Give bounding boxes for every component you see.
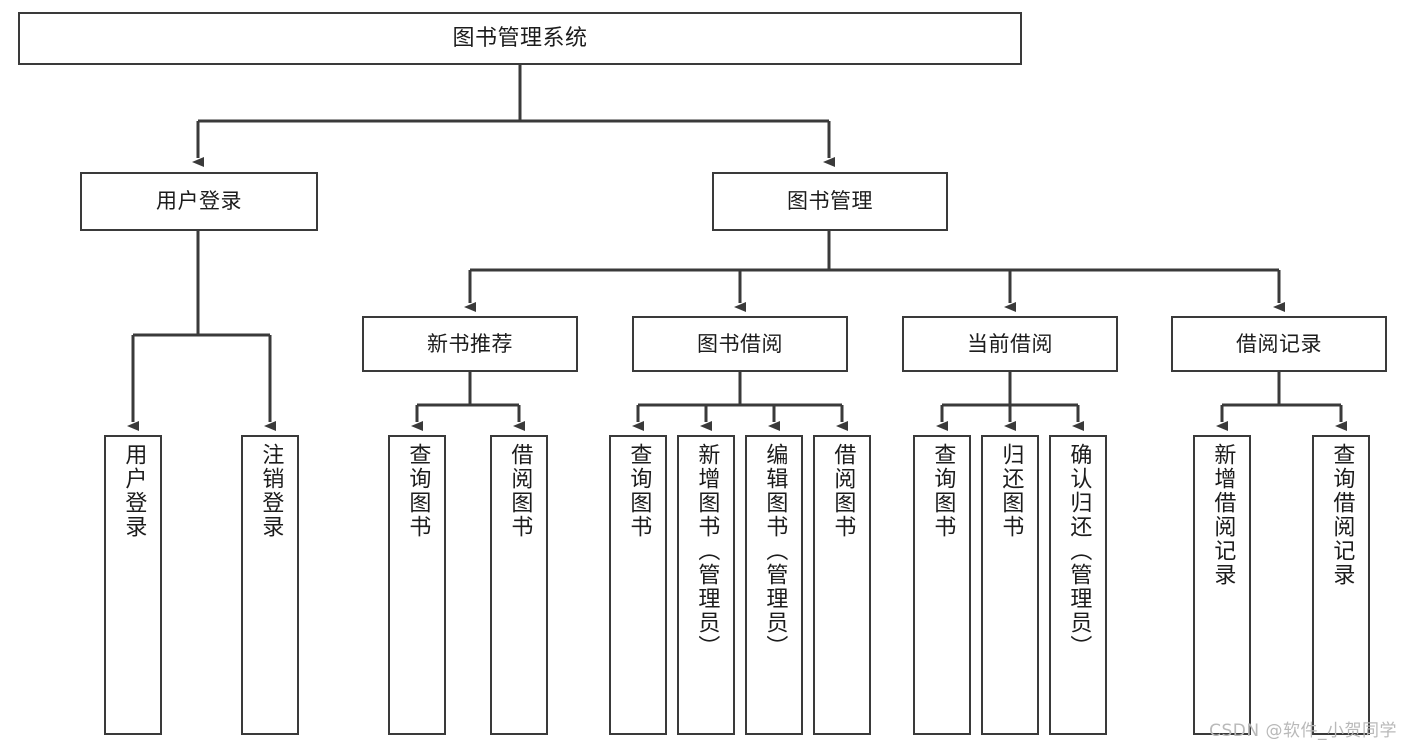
node-user-login[interactable]: 用户登录 (80, 172, 318, 231)
node-book-borrow[interactable]: 图书借阅 (632, 316, 848, 372)
node-leaf-confirm-return-label: 确认归还（管理员） (1066, 443, 1092, 659)
node-leaf-edit-book[interactable]: 编辑图书（管理员） (745, 435, 803, 735)
node-borrow-record-label: 借阅记录 (1236, 331, 1322, 356)
node-borrow-record[interactable]: 借阅记录 (1171, 316, 1387, 372)
node-leaf-edit-book-label: 编辑图书（管理员） (762, 443, 788, 659)
node-leaf-query-book-2[interactable]: 查询图书 (609, 435, 667, 735)
node-leaf-user-logout[interactable]: 注销登录 (241, 435, 299, 735)
node-user-login-label: 用户登录 (156, 189, 242, 214)
node-leaf-add-record-label: 新增借阅记录 (1210, 443, 1236, 587)
node-leaf-add-book-label: 新增图书（管理员） (694, 443, 720, 659)
node-leaf-query-record-label: 查询借阅记录 (1329, 443, 1355, 587)
node-leaf-borrow-book-1-label: 借阅图书 (507, 443, 533, 539)
watermark-text: CSDN @软件_小贺同学 (1209, 721, 1397, 741)
node-leaf-user-login-label: 用户登录 (121, 443, 147, 539)
node-new-book-recommend-label: 新书推荐 (427, 331, 513, 356)
node-leaf-borrow-book-2-label: 借阅图书 (830, 443, 856, 539)
node-leaf-query-book-3-label: 查询图书 (930, 443, 956, 539)
node-leaf-query-book-1-label: 查询图书 (405, 443, 431, 539)
node-leaf-query-book-3[interactable]: 查询图书 (913, 435, 971, 735)
node-leaf-return-book-label: 归还图书 (998, 443, 1024, 539)
node-leaf-confirm-return[interactable]: 确认归还（管理员） (1049, 435, 1107, 735)
node-book-manage[interactable]: 图书管理 (712, 172, 948, 231)
node-leaf-query-book-2-label: 查询图书 (626, 443, 652, 539)
node-book-manage-label: 图书管理 (787, 189, 873, 214)
node-leaf-borrow-book-1[interactable]: 借阅图书 (490, 435, 548, 735)
node-root[interactable]: 图书管理系统 (18, 12, 1022, 65)
node-root-label: 图书管理系统 (452, 25, 588, 51)
node-leaf-add-book[interactable]: 新增图书（管理员） (677, 435, 735, 735)
node-leaf-return-book[interactable]: 归还图书 (981, 435, 1039, 735)
node-current-borrow-label: 当前借阅 (967, 331, 1053, 356)
node-leaf-query-record[interactable]: 查询借阅记录 (1312, 435, 1370, 735)
node-new-book-recommend[interactable]: 新书推荐 (362, 316, 578, 372)
node-leaf-user-logout-label: 注销登录 (258, 443, 284, 539)
node-current-borrow[interactable]: 当前借阅 (902, 316, 1118, 372)
node-book-borrow-label: 图书借阅 (697, 331, 783, 356)
node-leaf-user-login[interactable]: 用户登录 (104, 435, 162, 735)
node-leaf-borrow-book-2[interactable]: 借阅图书 (813, 435, 871, 735)
node-leaf-query-book-1[interactable]: 查询图书 (388, 435, 446, 735)
node-leaf-add-record[interactable]: 新增借阅记录 (1193, 435, 1251, 735)
